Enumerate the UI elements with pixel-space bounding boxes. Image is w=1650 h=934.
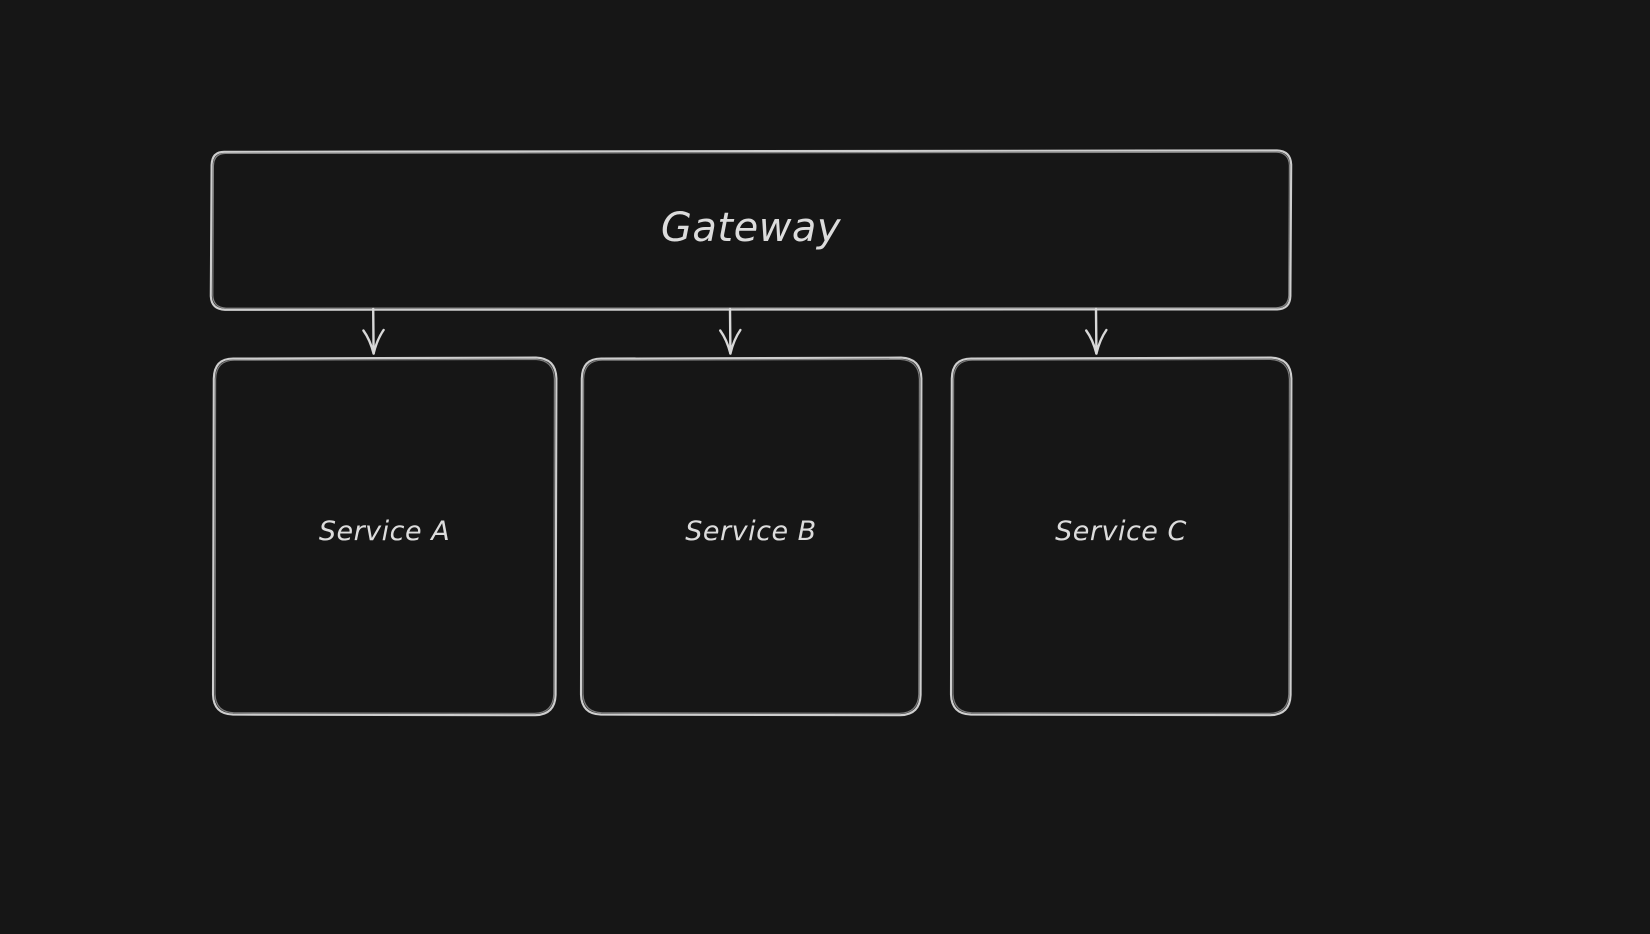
edge-gateway-to-service-b[interactable] xyxy=(719,307,742,355)
node-service-c-shape[interactable] xyxy=(949,356,1293,717)
node-service-b-label: Service B xyxy=(685,516,817,547)
node-service-b[interactable] xyxy=(581,358,921,715)
node-service-a-label: Service A xyxy=(318,516,451,547)
edge-gateway-to-service-c[interactable] xyxy=(1085,307,1108,355)
edge-gateway-to-service-a[interactable] xyxy=(362,307,385,355)
node-service-a[interactable] xyxy=(213,358,556,715)
node-gateway[interactable] xyxy=(211,151,1291,310)
node-gateway-shape[interactable] xyxy=(209,149,1293,311)
node-gateway-label: Gateway xyxy=(660,205,842,251)
node-service-c-label: Service C xyxy=(1055,516,1187,547)
node-service-b-shape[interactable] xyxy=(579,356,923,717)
node-service-c[interactable] xyxy=(951,358,1291,715)
node-service-a-shape[interactable] xyxy=(211,356,558,717)
